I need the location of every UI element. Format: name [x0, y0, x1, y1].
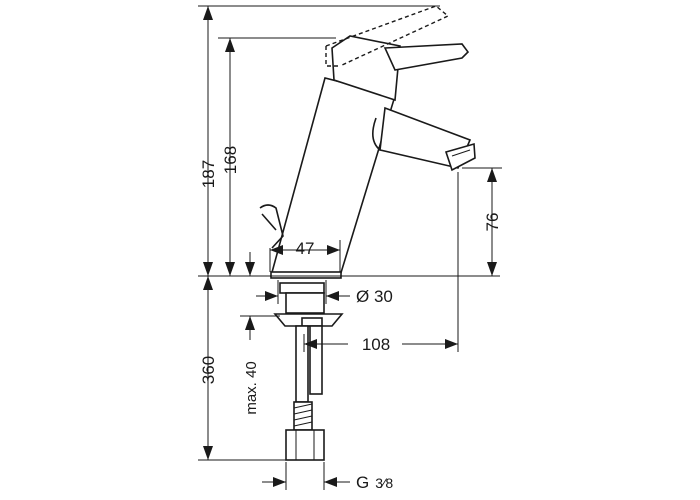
dimension-lines	[198, 5, 502, 490]
dim-connection-label: G 3⁄8	[356, 473, 393, 492]
dim-76-label: 76	[483, 213, 502, 232]
dim-diameter-label: Ø 30	[356, 287, 393, 306]
dim-108-label: 108	[362, 335, 390, 354]
dim-187-label: 187	[199, 160, 218, 188]
connection-fraction: 3⁄8	[375, 475, 393, 491]
connection-g: G	[356, 473, 369, 492]
dim-360-label: 360	[199, 356, 218, 384]
dim-168-label: 168	[221, 146, 240, 174]
dim-max40-label: max. 40	[243, 361, 260, 414]
dim-47-label: 47	[296, 239, 315, 258]
mounting-assembly	[273, 282, 344, 461]
faucet-body	[259, 5, 476, 279]
